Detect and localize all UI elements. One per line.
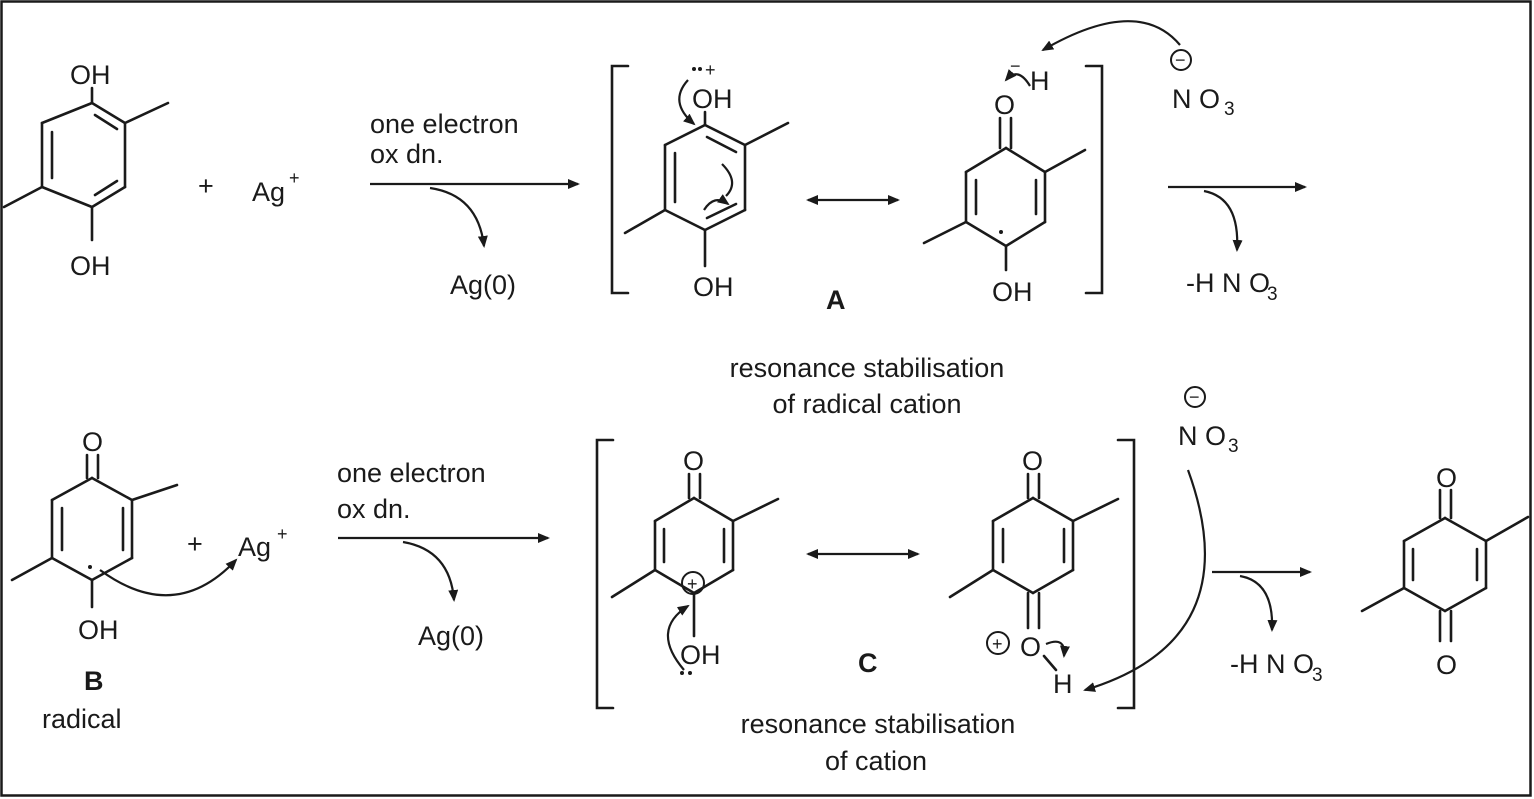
carbonyl-o: O: [683, 446, 704, 476]
oxonium-o: O: [1020, 632, 1041, 662]
oxidation-arrow-2: one electron ox dn. Ag(0): [337, 458, 550, 651]
radical-charge: +: [705, 60, 716, 80]
step-label: ox dn.: [370, 139, 444, 169]
caption-top: of radical cation: [772, 389, 961, 419]
svg-text:3: 3: [1312, 665, 1323, 686]
reactant-oh-bottom: OH: [70, 251, 111, 281]
loss-of-nitric-acid: -H N O: [1230, 649, 1314, 679]
step-label: one electron: [370, 109, 519, 139]
svg-text:3: 3: [1267, 284, 1278, 305]
loss-of-nitric-acid: -H N O: [1186, 268, 1270, 298]
oh-label: OH: [693, 272, 734, 302]
carbonyl-o: O: [1022, 446, 1043, 476]
carbonyl-o: O: [1436, 463, 1457, 493]
svg-text:−: −: [1175, 50, 1186, 70]
label-c: C: [858, 648, 878, 678]
carbonyl-o: O: [994, 90, 1015, 120]
hydroquinone-reactant: OH OH: [2, 60, 170, 281]
svg-text:3: 3: [1228, 436, 1239, 457]
carbonyl-o: O: [1436, 650, 1457, 680]
nitrate-formula: N O: [1172, 84, 1220, 114]
label-b: B: [84, 666, 104, 696]
oh-label: OH: [992, 277, 1033, 307]
deprotonation-arrow-1: -H N O 3: [1168, 182, 1307, 305]
caption-bottom: resonance stabilisation: [741, 709, 1016, 739]
svg-text:−: −: [1189, 387, 1200, 407]
step-label: one electron: [337, 458, 486, 488]
nitrate-ion: − N O 3: [1083, 386, 1239, 692]
nitrate-ion: − N O 3: [1041, 20, 1235, 120]
resonance-bracket: [595, 438, 1136, 710]
resonance-bracket: [610, 64, 1104, 295]
radical-dot: [88, 565, 92, 569]
lone-pair-dot: [688, 671, 692, 675]
negative-charge-circle: [1184, 386, 1206, 408]
oh-label: OH: [692, 84, 733, 114]
radical-dot: [698, 67, 702, 71]
radical-dot: [692, 67, 696, 71]
silver-ion: Ag: [238, 532, 271, 562]
radical-cation-a2: O H − OH: [922, 56, 1087, 307]
radical-dot: [999, 230, 1003, 234]
positive-charge-circle: [681, 571, 705, 595]
nitrate-formula: N O: [1178, 421, 1226, 451]
radical-cation-a1: OH + OH: [623, 60, 790, 302]
h-label: H: [1030, 66, 1050, 96]
cation-c2: O O + H: [948, 446, 1120, 699]
step-label: ox dn.: [337, 494, 411, 524]
h-label: H: [1053, 669, 1073, 699]
label-a: A: [826, 285, 846, 315]
caption-radical: radical: [42, 704, 122, 734]
benzoquinone-product: O O: [1360, 463, 1530, 680]
carbonyl-o: O: [82, 427, 103, 457]
positive-charge-circle: [986, 631, 1010, 655]
negative-charge-circle: [1170, 49, 1192, 71]
svg-text:+: +: [992, 634, 1003, 654]
silver-ion-charge: +: [289, 168, 300, 188]
lone-pair-dot: [680, 671, 684, 675]
plus-sign: +: [198, 171, 214, 201]
oh-label: OH: [78, 615, 119, 645]
reactant-oh-top: OH: [70, 60, 111, 90]
minus-label: −: [1010, 56, 1021, 76]
radical-b: O OH B radical: [10, 427, 238, 734]
silver-ion: Ag: [252, 177, 285, 207]
caption-bottom: of cation: [825, 746, 927, 776]
caption-top: resonance stabilisation: [730, 353, 1005, 383]
oxidation-arrow-1: one electron ox dn. Ag(0): [370, 109, 580, 300]
silver-ion-charge: +: [277, 524, 288, 544]
deprotonation-arrow-2: -H N O 3: [1212, 567, 1323, 686]
oh-label: OH: [680, 640, 721, 670]
svg-text:+: +: [687, 574, 698, 594]
silver-metal: Ag(0): [418, 621, 484, 651]
cation-c1: O + OH: [610, 446, 780, 675]
silver-metal: Ag(0): [450, 270, 516, 300]
plus-sign: +: [187, 529, 203, 559]
svg-text:3: 3: [1224, 99, 1235, 120]
